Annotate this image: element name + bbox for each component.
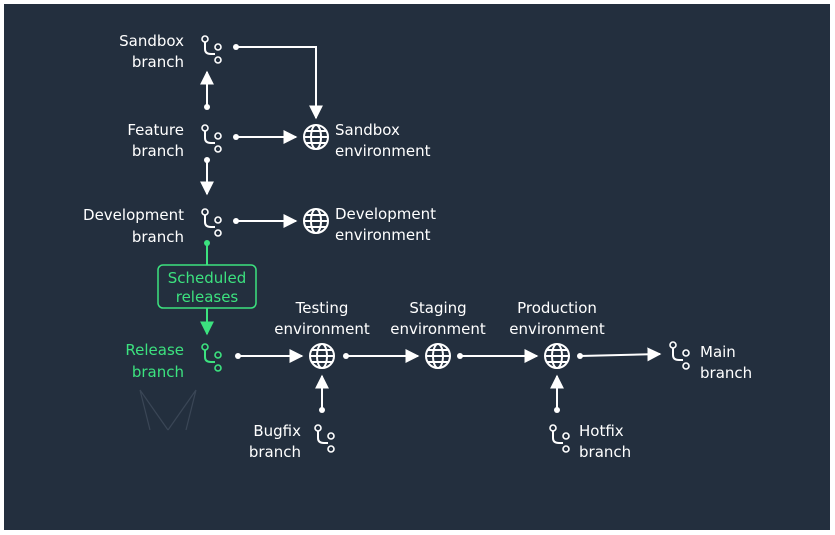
svg-text:branch: branch — [132, 53, 184, 71]
svg-text:environment: environment — [274, 320, 370, 338]
connector-dots — [204, 44, 583, 413]
svg-text:branch: branch — [132, 228, 184, 246]
release-branch-label: Release branch — [125, 341, 184, 381]
dot — [204, 240, 210, 246]
svg-text:Main: Main — [700, 343, 736, 361]
staging-environment-label: Staging environment — [390, 299, 486, 338]
svg-text:Hotfix: Hotfix — [579, 422, 624, 440]
svg-text:Release: Release — [125, 341, 184, 359]
globe-icon — [303, 124, 329, 150]
svg-text:branch: branch — [249, 443, 301, 461]
globe-icon — [544, 343, 570, 369]
branching-diagram: Scheduled releases Sandbox branch Featur… — [83, 32, 752, 461]
svg-text:environment: environment — [390, 320, 486, 338]
dot — [554, 407, 560, 413]
globe-icon — [309, 343, 335, 369]
dot — [233, 218, 239, 224]
hotfix-branch-label: Hotfix branch — [579, 422, 631, 461]
feature-branch-label: Feature branch — [127, 121, 184, 160]
svg-text:Staging: Staging — [409, 299, 466, 317]
svg-text:Sandbox: Sandbox — [335, 121, 400, 139]
git-branch-icon — [201, 35, 222, 64]
connectors — [200, 46, 662, 410]
svg-text:Feature: Feature — [127, 121, 184, 139]
dot — [343, 353, 349, 359]
production-to-main-line — [579, 347, 662, 362]
svg-text:branch: branch — [579, 443, 631, 461]
diagram-canvas: Scheduled releases Sandbox branch Featur… — [4, 4, 830, 530]
testing-environment-label: Testing environment — [274, 299, 370, 338]
svg-text:Production: Production — [517, 299, 597, 317]
svg-text:Development: Development — [83, 206, 184, 224]
development-environment-label: Development environment — [335, 205, 436, 244]
sandbox-branch-label: Sandbox branch — [119, 32, 184, 71]
git-branch-icon — [201, 124, 222, 153]
svg-text:environment: environment — [335, 142, 431, 160]
development-branch-label: Development branch — [83, 206, 184, 246]
globe-icon — [303, 208, 329, 234]
svg-text:branch: branch — [132, 363, 184, 381]
bugfix-branch-label: Bugfix branch — [249, 422, 301, 461]
git-branch-icon — [201, 208, 222, 237]
git-branch-icon — [314, 424, 335, 453]
sandbox-environment-label: Sandbox environment — [335, 121, 431, 160]
git-branch-icon — [669, 341, 690, 370]
dot — [457, 353, 463, 359]
git-branch-icon — [201, 343, 222, 372]
main-branch-label: Main branch — [700, 343, 752, 382]
dot — [319, 407, 325, 413]
dot — [204, 157, 210, 163]
scheduled-releases-badge: Scheduled releases — [157, 264, 257, 309]
svg-text:environment: environment — [335, 226, 431, 244]
dot — [235, 353, 241, 359]
sandbox-to-sandbox-env-line — [236, 46, 323, 120]
svg-text:Development: Development — [335, 205, 436, 223]
scheduled-releases-line-1: Scheduled — [168, 269, 246, 287]
ghost-shape — [139, 389, 197, 431]
svg-text:environment: environment — [509, 320, 605, 338]
dot — [233, 134, 239, 140]
scheduled-releases-line-2: releases — [176, 288, 239, 306]
svg-text:Sandbox: Sandbox — [119, 32, 184, 50]
dot — [233, 44, 239, 50]
svg-text:branch: branch — [700, 364, 752, 382]
svg-text:Bugfix: Bugfix — [253, 422, 301, 440]
dot — [577, 353, 583, 359]
git-branch-icon — [549, 424, 570, 453]
production-environment-label: Production environment — [509, 299, 605, 338]
globe-icon — [425, 343, 451, 369]
dot — [204, 104, 210, 110]
svg-text:Testing: Testing — [295, 299, 349, 317]
svg-text:branch: branch — [132, 142, 184, 160]
